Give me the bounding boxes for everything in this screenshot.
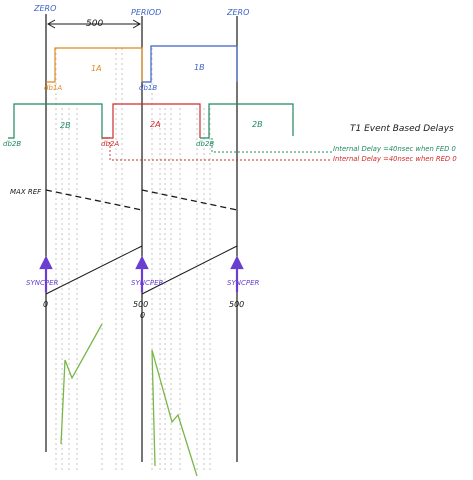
label-db1b: db1B [139, 84, 157, 92]
red-connector [109, 142, 332, 161]
syncper-label-1: SYNCPER [26, 279, 58, 287]
label-db2b-left: db2B [3, 140, 21, 148]
label-2a: 2A [150, 120, 161, 129]
fed-connector [211, 138, 332, 153]
dotted-gridlines [55, 48, 211, 472]
label-db2b-right: db2B [196, 140, 214, 148]
waveform-1a [46, 47, 143, 83]
waveform-1b [142, 45, 238, 83]
period-label: PERIOD [131, 8, 161, 17]
waveform-2b-right [200, 103, 294, 139]
label-db2a: db2A [101, 140, 119, 148]
label-2b-left: 2B [60, 121, 71, 130]
zero-label-left: ZERO [33, 4, 56, 13]
counter-500-1: 500 [133, 300, 148, 309]
red-note: Internal Delay =40nsec when RED 0 [333, 155, 457, 163]
counter-zero-1: 0 [43, 300, 48, 309]
counter-500-2: 500 [229, 300, 244, 309]
label-1b: 1B [194, 63, 205, 72]
waveform-2b-left [8, 103, 110, 139]
zero-label-right: ZERO [226, 8, 249, 17]
counter-zero-2: 0 [140, 311, 145, 320]
label-2b-right: 2B [252, 120, 263, 129]
max-ref-label: MAX REF [10, 188, 42, 196]
period-value: 500 [86, 19, 103, 29]
t1-title: T1 Event Based Delays [350, 124, 454, 134]
label-db1a: db1A [44, 84, 62, 92]
counter-ramp [45, 245, 238, 295]
syncper-arrows [39, 255, 244, 292]
waveform-2a [102, 103, 201, 139]
analog-trace-1 [60, 323, 103, 445]
fed-note: Internal Delay =40nsec when FED 0 [333, 145, 456, 153]
zero-period-lines [45, 14, 238, 462]
analog-trace-2 [151, 349, 198, 477]
label-1a: 1A [91, 64, 102, 73]
period-arrow [46, 19, 142, 29]
syncper-label-3: SYNCPER [227, 279, 259, 287]
syncper-label-2: SYNCPER [131, 279, 163, 287]
max-ref-dashes [45, 189, 238, 211]
